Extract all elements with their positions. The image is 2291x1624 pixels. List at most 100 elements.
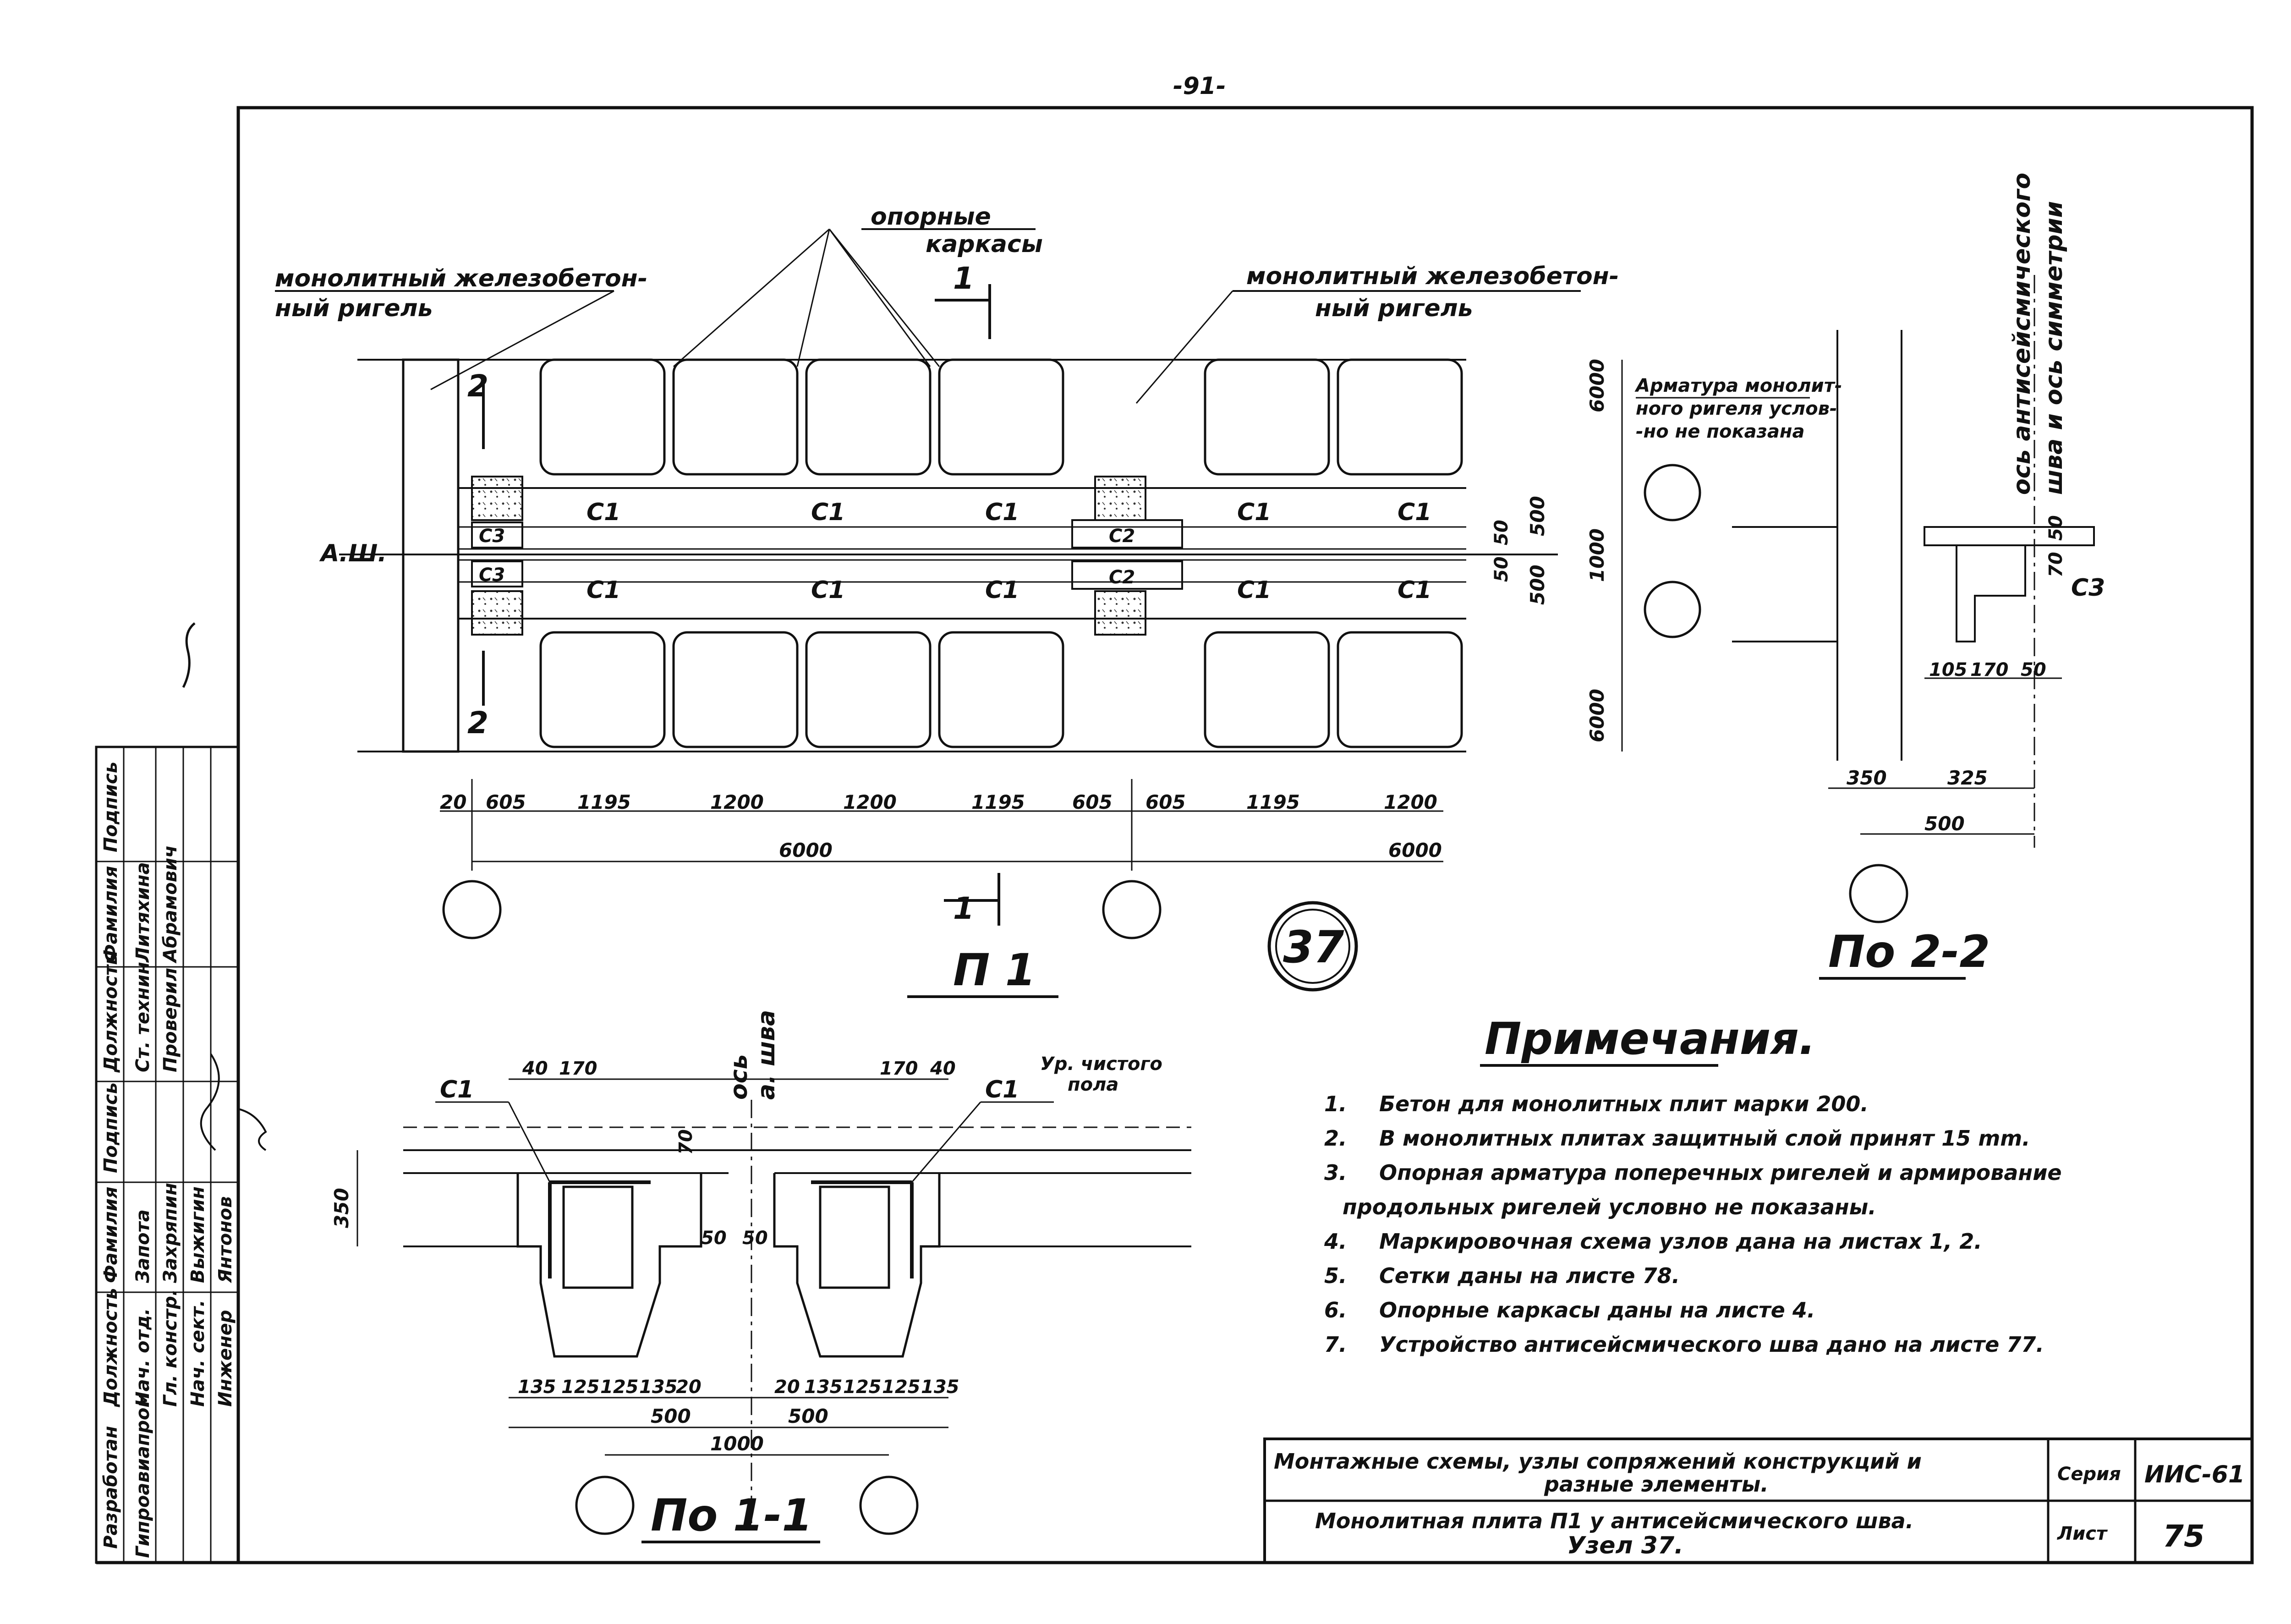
slab-mark: С1 [811,576,845,604]
dim-horizontal: 605 [486,791,526,813]
slab-mark: С1 [586,499,620,526]
section-1-1: ось а. шва С1 С1 Ур. чистого пола 40 170… [330,1010,1191,1543]
stamp-position: Инженер [215,1310,236,1407]
stamp-surname: Янтонов [215,1196,236,1284]
stamp-header: Подпись [100,1082,121,1173]
floor-level-label-line1: Ур. чистого [1040,1053,1162,1075]
signature [182,622,196,688]
series-value: ИИС-61 [2144,1461,2245,1488]
dim-vertical: 500 [1526,496,1549,536]
dim: 20 [774,1377,800,1398]
dim: 350 [1847,767,1887,789]
note-text: Устройство антисейсмического шва дано на… [1379,1332,2044,1357]
notes-block: Примечания. 1. Бетон для монолитных плит… [1324,1013,2062,1357]
rigel-right-label-line2: ный ригель [1315,295,1473,322]
slab-mark: С1 [1237,576,1271,604]
slab-mark: С2 [1109,526,1135,547]
slab-mark: С1 [1237,499,1271,526]
note-text: Бетон для монолитных плит марки 200. [1379,1092,1869,1116]
slab-mark: С1 [440,1076,474,1103]
axis-bubble [1102,880,1162,939]
title-line3: Монолитная плита П1 у антисейсмического … [1315,1509,1913,1533]
section-mark-1-top: 1 [953,261,974,296]
title-line4: Узел 37. [1567,1532,1683,1559]
note-text: продольных ригелей условно не показаны. [1343,1195,1876,1219]
slab-mark: С3 [479,526,505,547]
stamp-surname: Абрамович [160,845,181,964]
stamp-surname: Выжигин [187,1186,208,1283]
axis-bubble [859,1476,919,1535]
note-number: 4. [1324,1229,1347,1254]
note-text: Опорные каркасы даны на листе 4. [1379,1298,1815,1322]
sheet-label: Лист [2057,1523,2108,1544]
dim-vertical: 6000 [1586,689,1608,742]
page-number: -91- [1173,72,1226,100]
slab-mark: С1 [985,499,1019,526]
section-mark-2-top: 2 [467,368,488,404]
stamp-position: Нач. отд. [132,1308,153,1407]
axis-bubble [1644,581,1701,638]
plan-title: П 1 [953,944,1036,996]
dim: 70 [675,1129,696,1155]
slab-mark: С3 [479,565,505,586]
section-2-2: ось антисейсмического шва и ось симметри… [1732,173,2105,980]
dim: 50 [2045,515,2066,541]
title-block: Монтажные схемы, узлы сопряжений констру… [1263,1437,2253,1564]
note-text: В монолитных плитах защитный слой принят… [1379,1126,2030,1151]
slab-mark: С1 [586,576,620,604]
dim: 50 [742,1228,768,1249]
dim: 1000 [710,1432,764,1455]
dim-total: 6000 [779,839,833,861]
dim: 135 [518,1377,556,1398]
dim-total: 6000 [1388,839,1442,861]
stamp-header: Фамилия [100,1187,121,1283]
dim-horizontal: 1195 [1246,791,1300,813]
axis-bubble [1849,864,1908,923]
dim: 40 [522,1058,548,1079]
axis-bubble [1644,464,1701,521]
dim-horizontal: 1195 [577,791,631,813]
dim-vertical: 50 [1491,520,1512,545]
dim: 135 [804,1377,843,1398]
dim: 40 [930,1058,956,1079]
rigel-left-label-line1: монолитный железобетон- [275,265,647,292]
seam-axis-label-line1: ось антисейсмического [2008,173,2036,495]
note-number: 5. [1324,1263,1347,1288]
stamp-header: Должность [100,1288,121,1408]
dim: 170 [1970,659,2009,680]
dim-vertical: 6000 [1586,359,1608,412]
dim-horizontal: 605 [1072,791,1113,813]
signature [200,1053,220,1151]
node-number: 37 [1283,922,1344,973]
dim: 135 [639,1377,678,1398]
stamp-org-developed: Разработан [100,1426,121,1549]
note-number: 2. [1324,1126,1347,1151]
stamp-position: Ст. технин [132,962,153,1072]
section-1-1-title: По 1-1 [651,1490,812,1541]
dim: 50 [2021,659,2046,680]
note-number: 3. [1324,1160,1347,1185]
slab-mark: С1 [985,1076,1019,1103]
seam-axis-label: А.Ш. [319,540,387,567]
approval-stamp: Разработан Гипроавиапром Должность Фамил… [95,622,267,1564]
dim: 125 [882,1377,921,1398]
section-mark-2-bottom: 2 [467,705,488,741]
dim-horizontal: 605 [1146,791,1186,813]
note-text: Опорная арматура поперечных ригелей и ар… [1379,1160,2062,1185]
dim: 125 [561,1377,600,1398]
series-label: Серия [2057,1464,2121,1485]
stamp-surname: Запота [132,1209,153,1284]
note-text: Сетки даны на листе 78. [1379,1263,1680,1288]
slab-mark: С1 [985,576,1019,604]
seam-axis-label-line2: шва и ось симметрии [2040,201,2068,495]
dim: 125 [843,1377,882,1398]
dim: 105 [1929,659,1968,680]
slab-mark: С2 [1109,567,1135,588]
stamp-header: Подпись [100,762,121,852]
slab-mark: С3 [2071,574,2105,602]
floor-level-label-line2: пола [1068,1074,1118,1095]
stamp-position: Нач. сект. [187,1300,208,1407]
axis-bubble [575,1476,635,1535]
stamp-surname: Захряпин [160,1183,181,1284]
axis-bubble [442,880,502,939]
